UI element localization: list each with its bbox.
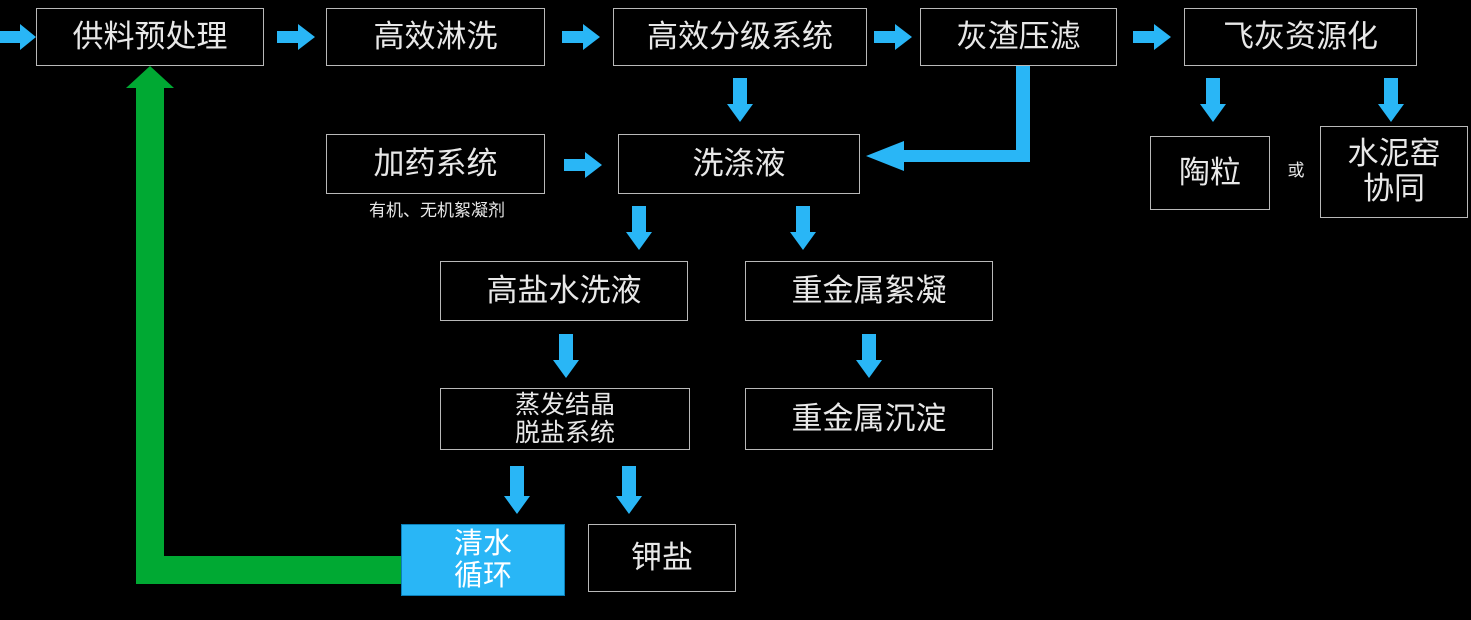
arrow-inlet-to-supply [0,24,36,50]
arrow-evaporation-to-potassiumsalt [616,466,642,514]
arrow-evaporation-to-clearwater [504,466,530,514]
arrow-brine-to-evaporation [553,334,579,378]
arrow-clearwater-recycle-elbow [126,66,406,584]
arrow-washing-to-classify [562,24,600,50]
arrow-supply-to-washing [277,24,315,50]
node-supply-pretreatment[interactable]: 供料预处理 [36,8,264,66]
node-heavy-metal-flocculation[interactable]: 重金属絮凝 [745,261,993,321]
node-classification-system[interactable]: 高效分级系统 [613,8,867,66]
node-cement-kiln-co-processing[interactable]: 水泥窑 协同 [1320,126,1468,218]
arrow-washliquid-to-flocculation [790,206,816,250]
arrow-classify-to-washliquid [727,78,753,122]
node-potassium-salt[interactable]: 钾盐 [588,524,736,592]
node-ceramsite[interactable]: 陶粒 [1150,136,1270,210]
node-heavy-metal-precipitation[interactable]: 重金属沉淀 [745,388,993,450]
node-evaporation-crystallization-desalination[interactable]: 蒸发结晶 脱盐系统 [440,388,690,450]
node-high-efficiency-washing[interactable]: 高效淋洗 [326,8,545,66]
arrow-washliquid-to-brine [626,206,652,250]
arrow-flocculation-to-precipitation [856,334,882,378]
arrow-filter-to-washliquid-elbow [866,66,1031,176]
node-dosing-system[interactable]: 加药系统 [326,134,545,194]
node-ash-slag-press-filter[interactable]: 灰渣压滤 [920,8,1117,66]
node-wash-liquid[interactable]: 洗涤液 [618,134,860,194]
node-fly-ash-resource-utilization[interactable]: 飞灰资源化 [1184,8,1417,66]
annotation-flocculant-types: 有机、无机絮凝剂 [369,201,505,221]
arrow-dosing-to-washliquid [564,152,602,178]
arrow-resource-to-ceramsite [1200,78,1226,122]
annotation-or: 或 [1287,161,1305,181]
arrow-filter-to-resource [1133,24,1171,50]
node-high-salt-wash-water[interactable]: 高盐水洗液 [440,261,688,321]
node-clear-water-recycle[interactable]: 清水 循环 [401,524,565,596]
arrow-resource-to-cementkiln [1378,78,1404,122]
arrow-classify-to-filter [874,24,912,50]
